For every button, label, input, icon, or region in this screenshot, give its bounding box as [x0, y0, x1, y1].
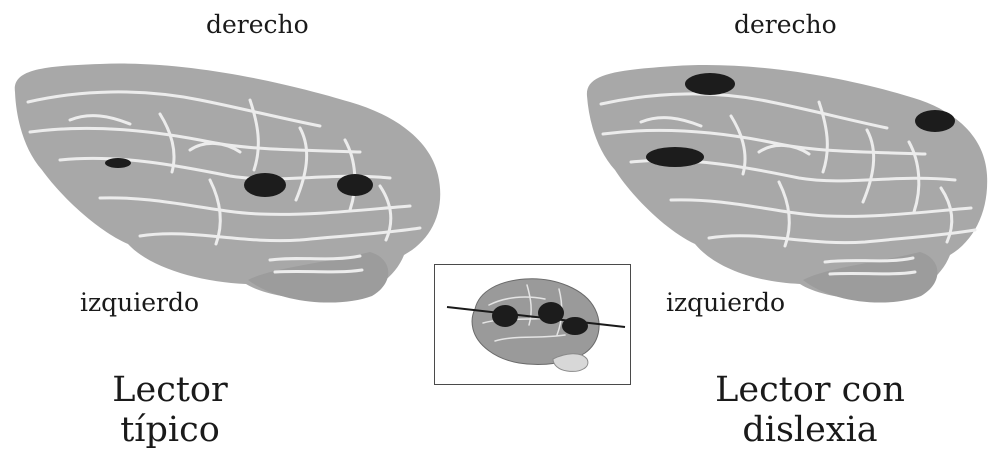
left-caption-line1: Lector — [90, 370, 250, 410]
activation-region — [337, 174, 373, 196]
activation-region — [685, 73, 735, 95]
activation-region — [538, 302, 564, 324]
right-caption-line2: dislexia — [700, 410, 920, 450]
left-caption: Lector típico — [90, 370, 250, 450]
activation-region — [915, 110, 955, 132]
activation-region — [562, 317, 588, 335]
dyslexic-reader-brain — [575, 0, 995, 330]
inset-cerebellum — [553, 354, 588, 372]
right-caption-line1: Lector con — [700, 370, 920, 410]
left-top-label: derecho — [206, 10, 309, 39]
activation-region — [646, 147, 704, 167]
inset-brain-box — [434, 264, 631, 385]
left-caption-line2: típico — [90, 410, 250, 450]
left-side-label: izquierdo — [80, 288, 199, 317]
typical-reader-brain — [0, 0, 450, 330]
right-top-label: derecho — [734, 10, 837, 39]
lateral-brain-icon — [435, 265, 629, 383]
activation-region — [244, 173, 286, 197]
right-caption: Lector con dislexia — [700, 370, 920, 450]
activation-region — [105, 158, 131, 168]
right-side-label: izquierdo — [666, 288, 785, 317]
activation-region — [492, 305, 518, 327]
